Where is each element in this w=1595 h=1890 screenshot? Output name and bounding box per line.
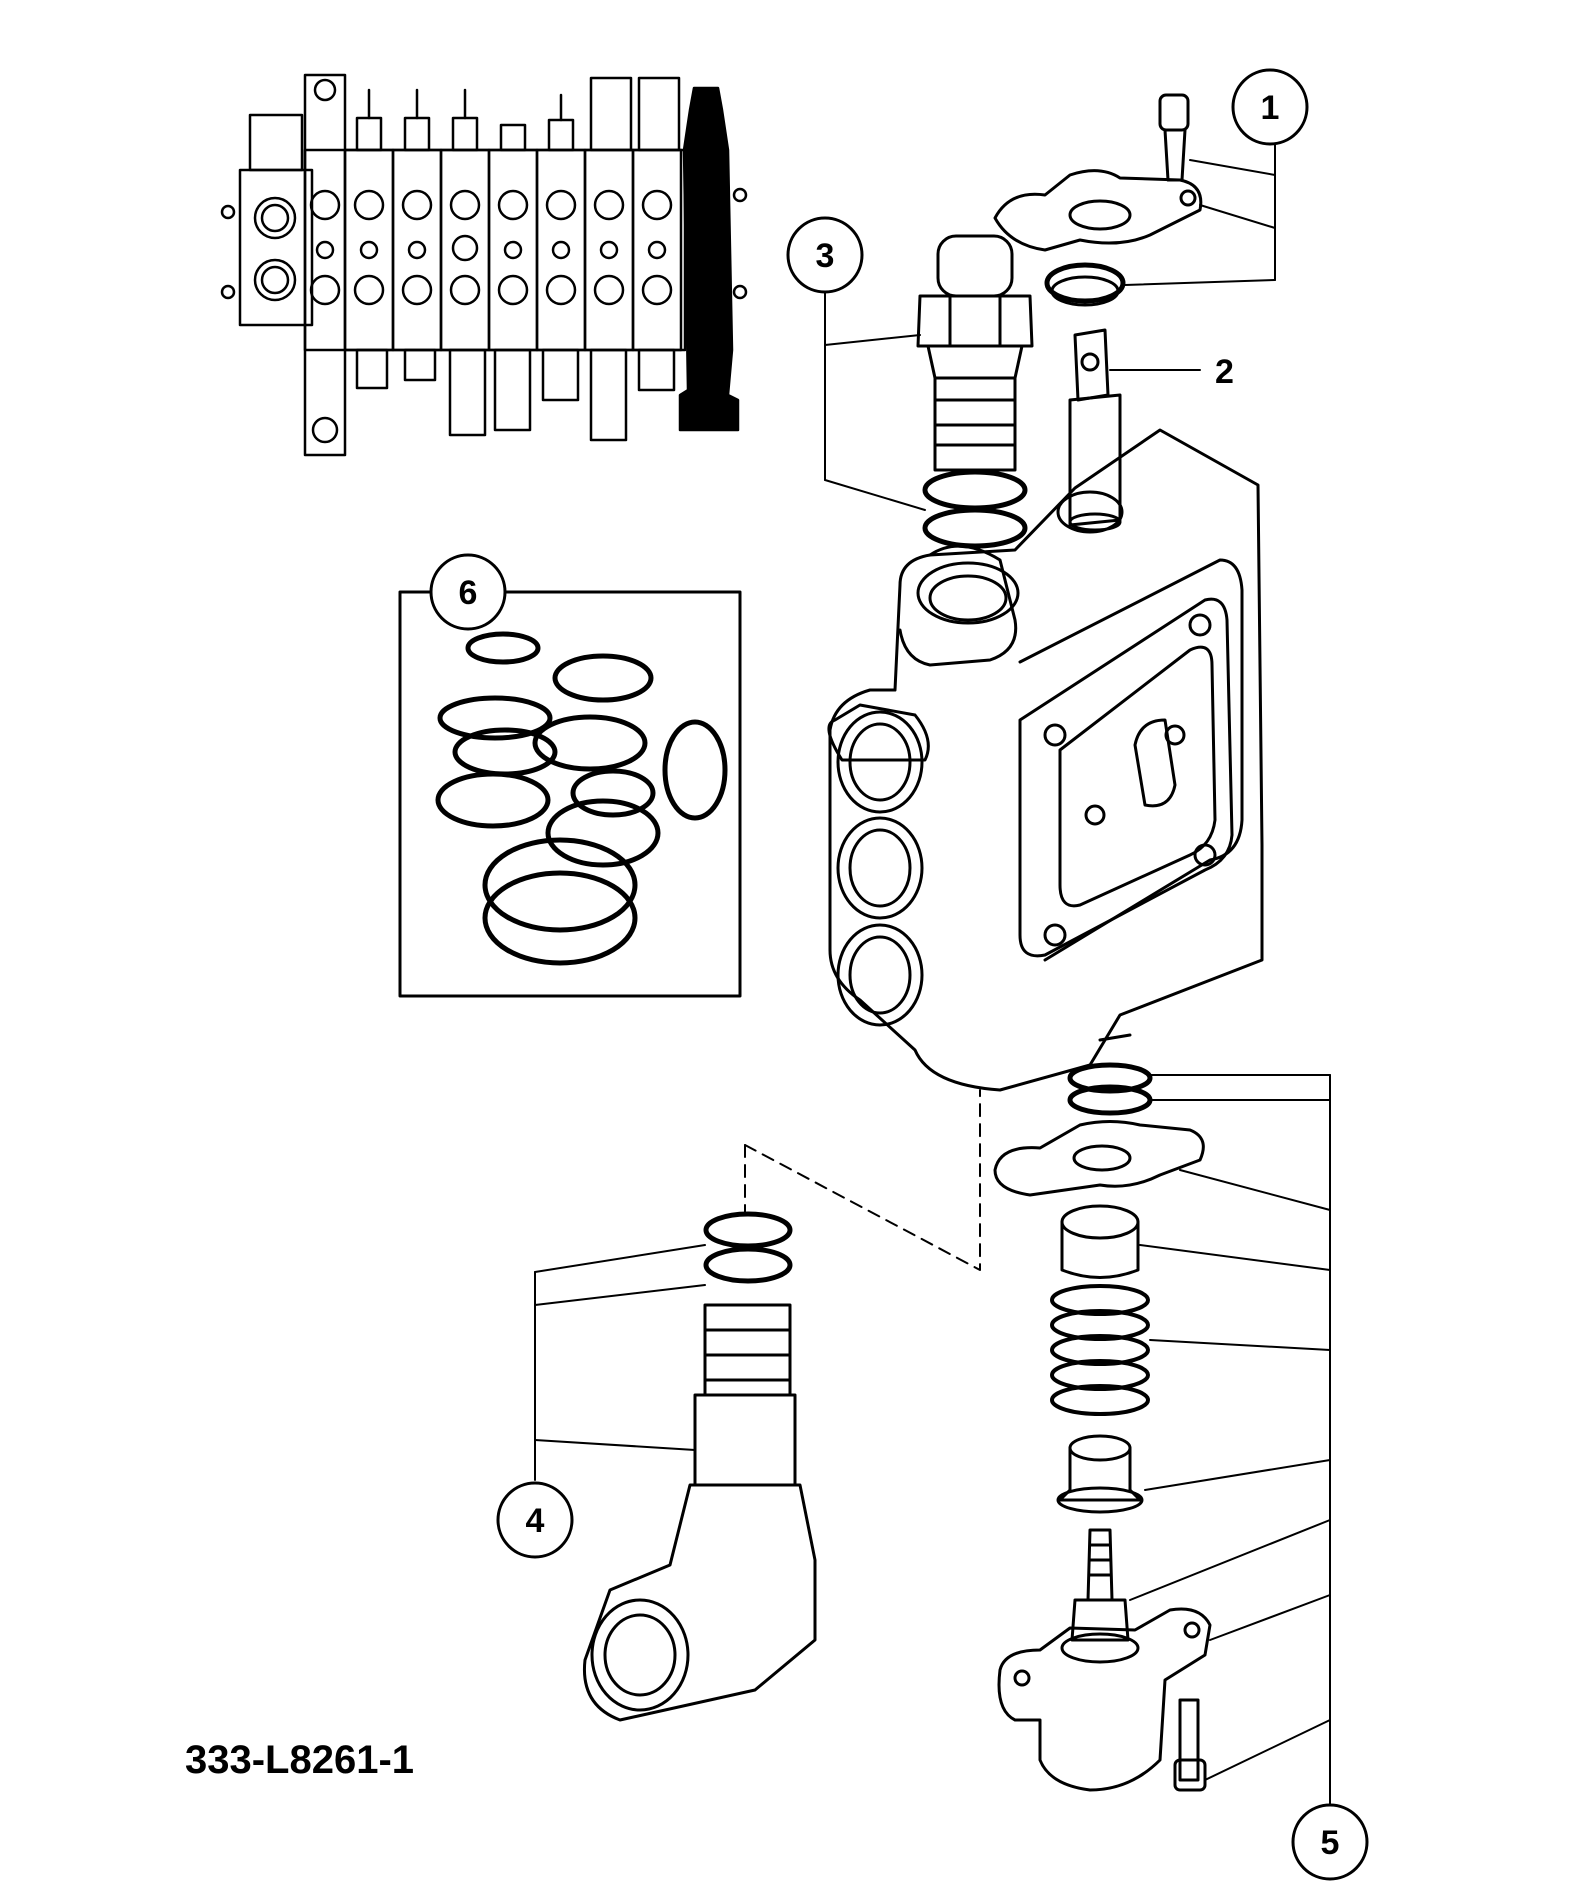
svg-text:3: 3 (816, 237, 835, 275)
o-ring-set (435, 631, 728, 966)
svg-text:4: 4 (526, 1502, 545, 1540)
valve-bank-overview (220, 73, 748, 457)
callout-3: 3 (786, 216, 864, 294)
mounting-flange (1018, 597, 1234, 958)
svg-text:6: 6 (459, 574, 478, 612)
valve-sections (343, 148, 683, 352)
drawing-number: 333-L8261-1 (185, 1738, 415, 1782)
highlighted-section (678, 86, 740, 432)
callout-1: 1 (1231, 68, 1309, 146)
part-3-relief-valve (916, 234, 1034, 549)
svg-text:1: 1 (1261, 89, 1280, 127)
section-ports (309, 189, 673, 306)
svg-text:5: 5 (1321, 1824, 1340, 1862)
section-top-fittings (355, 76, 681, 152)
part-5-spring-assembly (993, 1062, 1212, 1792)
side-ports (827, 703, 930, 1027)
alignment-line (744, 1089, 981, 1271)
section-bottom-fittings (355, 348, 676, 442)
seal-kit-box (398, 590, 742, 998)
callout-2: 2 (1215, 353, 1234, 391)
callout-5: 5 (1291, 1803, 1369, 1881)
part-2-spool (1068, 328, 1122, 532)
callout-4: 4 (496, 1481, 574, 1559)
part-4-elbow-fitting (582, 1211, 817, 1722)
svg-text:2: 2 (1215, 353, 1234, 391)
valve-section-body (827, 428, 1264, 1092)
compression-spring (1050, 1284, 1150, 1416)
part-1-spool-cap (993, 93, 1203, 307)
callout-6: 6 (429, 553, 507, 631)
leader-lines (534, 129, 1331, 1806)
